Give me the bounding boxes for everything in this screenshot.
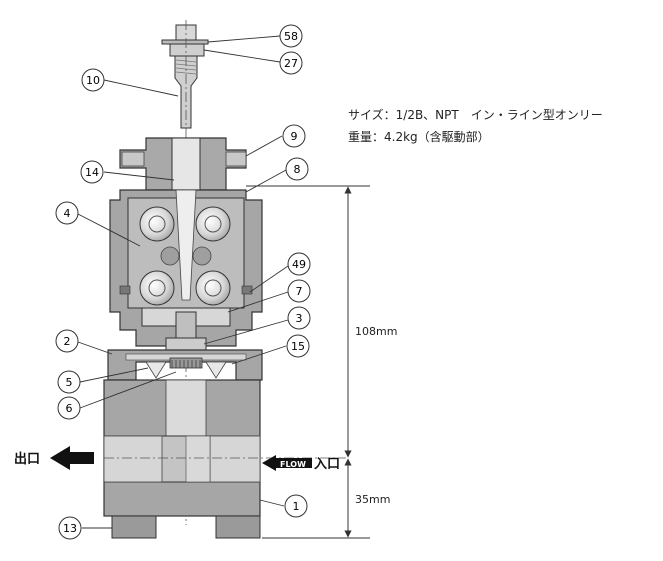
- callout-4-circle: [55, 201, 79, 225]
- dimension-lines: [246, 185, 370, 539]
- callout-8: 8: [294, 163, 301, 176]
- callout-15: 15: [291, 340, 305, 353]
- callout-15-circle: [286, 334, 310, 358]
- callout-1: 1: [293, 500, 300, 513]
- callout-14: 14: [85, 166, 99, 179]
- callout-5-circle: [57, 370, 81, 394]
- callout-27: 27: [284, 57, 298, 70]
- spec-size: サイズ：1/2B、NPT イン・ライン型オンリー: [348, 108, 603, 122]
- callout-58-circle: [279, 24, 303, 48]
- callout-2: 2: [64, 335, 71, 348]
- inlet-label: 入口: [314, 457, 340, 472]
- callout-9-circle: [282, 124, 306, 148]
- washer-58: [161, 39, 209, 45]
- callout-13-circle: [58, 516, 82, 540]
- dimension-lower: 35mm: [355, 493, 390, 506]
- outlet-label: 出口: [14, 451, 40, 467]
- callout-7: 7: [296, 285, 303, 298]
- spec-weight: 重量：4.2kg（含駆動部）: [348, 130, 490, 144]
- callout-10-circle: [81, 68, 105, 92]
- callouts: 58 27 10 9 8 14 4 49 7 3 2 15 5 6 1 13: [55, 24, 311, 540]
- callout-10: 10: [86, 74, 100, 87]
- upper-body: [109, 189, 263, 351]
- callout-58: 58: [284, 30, 298, 43]
- callout-14-circle: [80, 160, 104, 184]
- callout-8-circle: [285, 157, 309, 181]
- dimension-upper: 108mm: [355, 325, 397, 338]
- nut-27: [169, 43, 205, 57]
- callout-5: 5: [66, 376, 73, 389]
- callout-49-circle: [287, 252, 311, 276]
- callout-6-circle: [57, 396, 81, 420]
- callout-13: 13: [63, 522, 77, 535]
- flow-tag: FLOW: [280, 460, 306, 469]
- top-cap: [119, 137, 247, 191]
- callout-27-circle: [279, 51, 303, 75]
- callout-6: 6: [66, 402, 73, 415]
- callout-49: 49: [292, 258, 306, 271]
- callout-2-circle: [55, 329, 79, 353]
- callout-9: 9: [291, 130, 298, 143]
- callout-1-circle: [284, 494, 308, 518]
- lower-body: [103, 379, 346, 539]
- middle-flange: [107, 349, 263, 381]
- inlet-arrow: FLOW: [262, 455, 312, 471]
- callout-4: 4: [64, 207, 71, 220]
- leader-lines: [77, 35, 289, 529]
- callout-7-circle: [287, 279, 311, 303]
- callout-3: 3: [296, 312, 303, 325]
- outlet-arrow: [50, 446, 94, 470]
- callout-3-circle: [287, 306, 311, 330]
